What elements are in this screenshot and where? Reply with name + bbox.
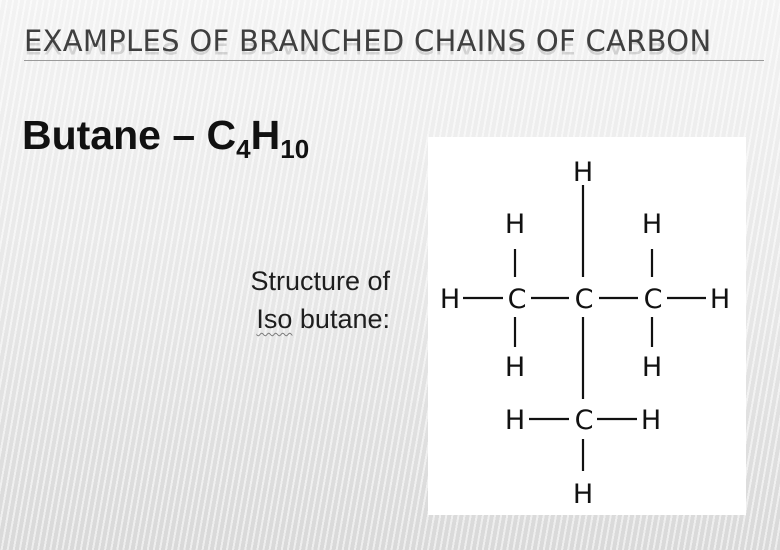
atom-c-center: C [575,284,594,315]
slide-title: EXAMPLES OF BRANCHED CHAINS OF CARBON [24,24,712,58]
heading-butane-formula: Butane – C4H10 [22,112,309,165]
atom-c-left: C [508,284,527,315]
slide-title-area: EXAMPLES OF BRANCHED CHAINS OF CARBON EX… [24,24,764,80]
structure-caption: Structure of Iso butane: [130,262,390,338]
atom-h-right: H [710,284,730,315]
caption-spellcheck-word: Iso [256,304,293,334]
atom-h-right-up: H [642,209,662,240]
title-divider [24,60,764,61]
heading-subscript-4: 4 [236,134,251,164]
atom-h-left-up: H [505,209,525,240]
heading-hydrogen: H [250,112,281,158]
atom-c-right: C [644,284,663,315]
atom-h-bottom: H [573,479,593,510]
atom-h-top: H [573,157,593,188]
caption-line-2: Iso butane: [130,300,390,338]
atom-h-left: H [440,284,460,315]
atom-h-branch-right: H [641,405,661,436]
caption-line-1: Structure of [250,266,390,296]
slide-title-reflection: EXAMPLES OF BRANCHED CHAINS OF CARBON [24,40,712,60]
caption-line-2-rest: butane: [292,304,390,334]
atom-c-branch: C [575,405,594,436]
heading-name: Butane – C [22,112,237,158]
atom-h-right-down: H [642,352,662,383]
atom-h-left-down: H [505,352,525,383]
isobutane-structure-diagram: H H H H C C C H H H H C H H [428,137,746,515]
atom-h-branch-left: H [505,405,525,436]
structure-svg: H H H H C C C H H H H C H H [440,157,730,510]
heading-subscript-10: 10 [280,134,310,164]
